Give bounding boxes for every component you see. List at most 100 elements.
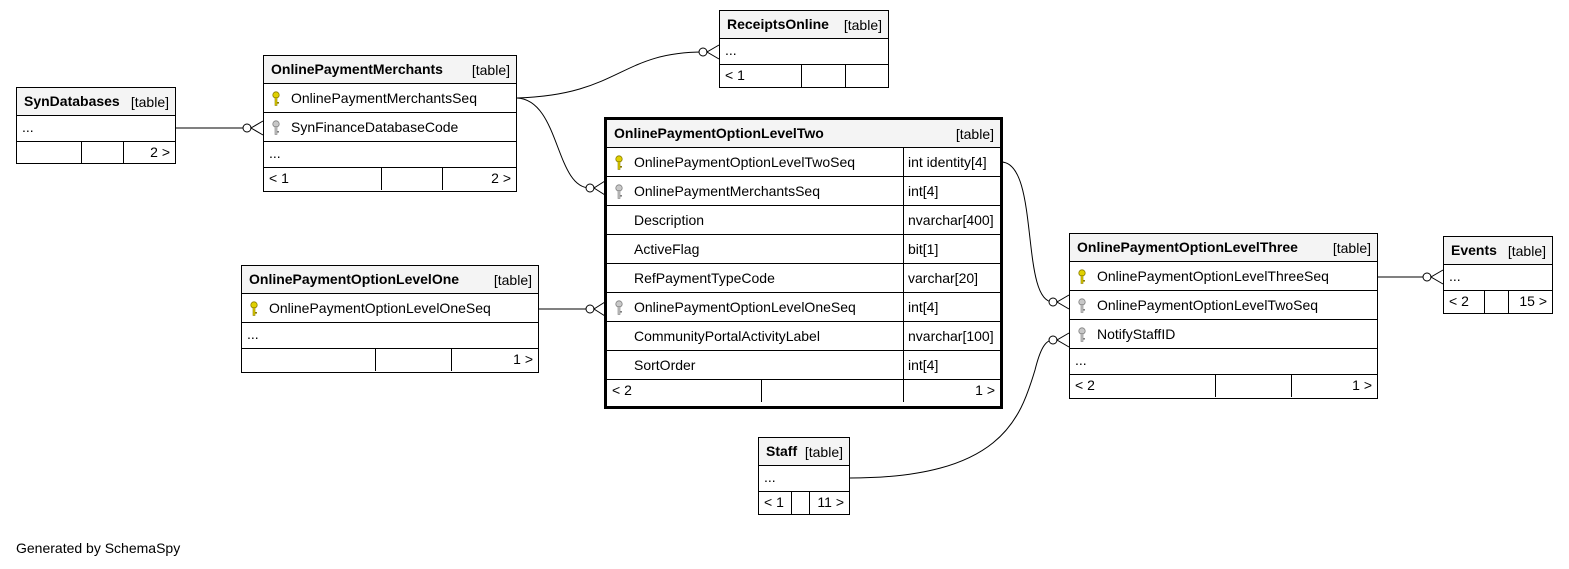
foreign-key-icon — [1078, 298, 1086, 313]
column-row[interactable]: OnlinePaymentMerchantsSeq int[4] — [607, 177, 1000, 206]
table-header: OnlinePaymentOptionLevelThree [table] — [1070, 234, 1377, 262]
column-row[interactable]: Description nvarchar[400] — [607, 206, 1000, 235]
primary-key-icon — [250, 301, 258, 316]
children-count[interactable]: 2 > — [491, 170, 511, 186]
parents-count[interactable]: < 1 — [725, 67, 745, 83]
parents-count[interactable]: < 1 — [764, 494, 784, 510]
ellipsis-row: ... — [759, 466, 849, 492]
column-type: nvarchar[400] — [903, 206, 1000, 234]
column-type: int[4] — [903, 351, 1000, 379]
table-header: OnlinePaymentOptionLevelTwo [table] — [607, 120, 1000, 148]
generated-by-credit: Generated by SchemaSpy — [16, 540, 181, 556]
table-footer: < 1 2 > — [264, 168, 516, 190]
table-name[interactable]: OnlinePaymentMerchants — [271, 61, 443, 77]
column-name: OnlinePaymentOptionLevelTwoSeq — [634, 154, 856, 170]
column-row[interactable]: SortOrder int[4] — [607, 351, 1000, 380]
children-count[interactable]: 1 > — [1352, 377, 1372, 393]
table-syndatabases[interactable]: SynDatabases [table] ... 2 > — [16, 87, 176, 164]
column-row[interactable]: ActiveFlag bit[1] — [607, 235, 1000, 264]
table-header: Staff [table] — [759, 438, 849, 466]
table-name[interactable]: SynDatabases — [24, 93, 120, 109]
table-type: [table] — [843, 17, 882, 33]
table-staff[interactable]: Staff [table] ... < 1 11 > — [758, 437, 850, 515]
table-name[interactable]: OnlinePaymentOptionLevelOne — [249, 271, 460, 287]
children-count[interactable]: 15 > — [1519, 293, 1547, 309]
foreign-key-icon — [615, 184, 623, 199]
children-count[interactable]: 1 > — [513, 351, 533, 367]
children-count[interactable]: 2 > — [150, 144, 170, 160]
ellipsis-text: ... — [247, 326, 259, 342]
column-name: OnlinePaymentOptionLevelTwoSeq — [1097, 297, 1319, 313]
ellipsis-text: ... — [1075, 352, 1087, 368]
table-onlinepaymentoptionleveltwo[interactable]: OnlinePaymentOptionLevelTwo [table] Onli… — [604, 117, 1003, 409]
parents-count[interactable]: < 1 — [269, 170, 289, 186]
children-count[interactable]: 1 > — [975, 382, 995, 398]
ellipsis-text: ... — [1449, 268, 1461, 284]
column-name: SortOrder — [634, 357, 696, 373]
table-footer: < 1 11 > — [759, 492, 849, 514]
column-row[interactable]: NotifyStaffID — [1070, 320, 1377, 349]
ellipsis-text: ... — [22, 119, 34, 135]
edge-merchants-leveltwo — [516, 97, 591, 189]
table-type: [table] — [1507, 243, 1546, 259]
ellipsis-text: ... — [269, 145, 281, 161]
table-header: ReceiptsOnline [table] — [720, 11, 888, 39]
table-name[interactable]: OnlinePaymentOptionLevelThree — [1077, 239, 1298, 255]
table-type: [table] — [955, 126, 994, 142]
table-name[interactable]: Events — [1451, 242, 1497, 258]
parents-count[interactable]: < 2 — [612, 382, 632, 398]
table-name[interactable]: Staff — [766, 443, 798, 459]
column-name: ActiveFlag — [634, 241, 700, 257]
table-header: SynDatabases [table] — [17, 88, 175, 116]
table-receiptsonline[interactable]: ReceiptsOnline [table] ... < 1 — [719, 10, 889, 88]
ellipsis-text: ... — [725, 42, 737, 58]
column-name: RefPaymentTypeCode — [634, 270, 775, 286]
table-footer: < 1 — [720, 65, 888, 87]
column-row[interactable]: OnlinePaymentOptionLevelOneSeq — [242, 294, 538, 323]
column-name: Description — [634, 212, 705, 228]
column-name: OnlinePaymentMerchantsSeq — [634, 183, 820, 199]
column-row[interactable]: OnlinePaymentOptionLevelTwoSeq — [1070, 291, 1377, 320]
column-row[interactable]: OnlinePaymentMerchantsSeq — [264, 84, 516, 113]
column-row[interactable]: OnlinePaymentOptionLevelThreeSeq — [1070, 262, 1377, 291]
children-count[interactable]: 11 > — [817, 494, 844, 510]
column-type: int[4] — [903, 177, 1000, 205]
table-header: OnlinePaymentOptionLevelOne [table] — [242, 266, 538, 294]
table-footer: < 2 1 > — [1070, 375, 1377, 397]
parents-count[interactable]: < 2 — [1449, 293, 1469, 309]
column-type: bit[1] — [903, 235, 1000, 263]
column-row[interactable]: OnlinePaymentOptionLevelTwoSeq int ident… — [607, 148, 1000, 177]
table-type: [table] — [130, 94, 169, 110]
ellipsis-row: ... — [264, 142, 516, 168]
ellipsis-row: ... — [1444, 265, 1552, 291]
table-footer: < 2 1 > — [607, 380, 1000, 402]
column-row[interactable]: RefPaymentTypeCode varchar[20] — [607, 264, 1000, 293]
table-name[interactable]: ReceiptsOnline — [727, 16, 829, 32]
table-type: [table] — [471, 62, 510, 78]
column-row[interactable]: OnlinePaymentOptionLevelOneSeq int[4] — [607, 293, 1000, 322]
table-footer: 2 > — [17, 142, 175, 164]
table-onlinepaymentoptionlevelone[interactable]: OnlinePaymentOptionLevelOne [table] Onli… — [241, 265, 539, 373]
column-name: OnlinePaymentOptionLevelOneSeq — [269, 300, 491, 316]
column-row[interactable]: CommunityPortalActivityLabel nvarchar[10… — [607, 322, 1000, 351]
column-row[interactable]: SynFinanceDatabaseCode — [264, 113, 516, 142]
column-name: OnlinePaymentOptionLevelThreeSeq — [1097, 268, 1329, 284]
primary-key-icon — [1078, 269, 1086, 284]
table-header: Events [table] — [1444, 237, 1552, 265]
column-name: NotifyStaffID — [1097, 326, 1176, 342]
table-header: OnlinePaymentMerchants [table] — [264, 56, 516, 84]
table-footer: 1 > — [242, 349, 538, 371]
table-onlinepaymentmerchants[interactable]: OnlinePaymentMerchants [table] OnlinePay… — [263, 55, 517, 192]
ellipsis-text: ... — [764, 469, 776, 485]
column-name: OnlinePaymentOptionLevelOneSeq — [634, 299, 856, 315]
ellipsis-row: ... — [720, 39, 888, 65]
table-events[interactable]: Events [table] ... < 2 15 > — [1443, 236, 1553, 314]
column-type: nvarchar[100] — [903, 322, 1000, 350]
table-onlinepaymentoptionlevelthree[interactable]: OnlinePaymentOptionLevelThree [table] On… — [1069, 233, 1378, 399]
foreign-key-icon — [272, 120, 280, 135]
column-name: CommunityPortalActivityLabel — [634, 328, 820, 344]
table-name[interactable]: OnlinePaymentOptionLevelTwo — [614, 125, 824, 141]
parents-count[interactable]: < 2 — [1075, 377, 1095, 393]
table-footer: < 2 15 > — [1444, 291, 1552, 313]
